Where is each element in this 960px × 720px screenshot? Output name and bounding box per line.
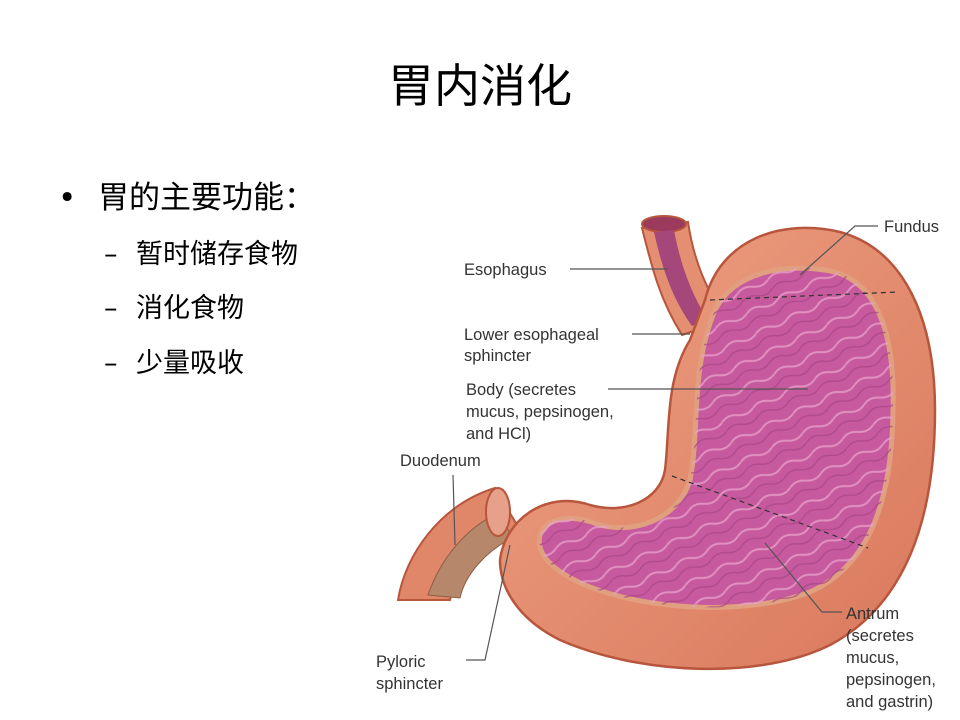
- sub-bullet-digest: –消化食物: [104, 290, 244, 328]
- sub-bullet-text: 暂时储存食物: [136, 239, 298, 270]
- label-antrum-line1: Antrum: [846, 605, 899, 623]
- dash-symbol: –: [104, 348, 118, 379]
- label-pyloric-line2: sphincter: [376, 675, 443, 693]
- sub-bullet-text: 消化食物: [136, 293, 244, 324]
- label-esophagus: Esophagus: [464, 261, 547, 279]
- dash-symbol: –: [104, 293, 118, 324]
- label-body-line1: Body (secretes: [466, 381, 576, 399]
- bullet-text: 胃的主要功能：: [98, 180, 315, 216]
- dash-symbol: –: [104, 239, 118, 270]
- pyloric-ring: [485, 487, 511, 537]
- antrum-boundary-line: [671, 475, 869, 549]
- sub-bullet-text: 少量吸收: [136, 348, 244, 379]
- label-body-line3: and HCl): [466, 425, 531, 443]
- label-fundus: Fundus: [884, 218, 939, 236]
- bullet-symbol: •: [58, 180, 77, 216]
- fundus-boundary-line: [709, 291, 899, 301]
- label-duodenum: Duodenum: [400, 452, 481, 470]
- label-les-line1: Lower esophageal: [464, 326, 599, 344]
- slide-title: 胃内消化: [388, 59, 572, 113]
- sub-bullet-store: –暂时储存食物: [104, 236, 298, 274]
- stomach-diagram: Fundus Esophagus Lower esophageal sphinc…: [376, 215, 939, 711]
- label-antrum-line5: and gastrin): [846, 693, 933, 711]
- leader-lines: [452, 225, 878, 661]
- mucosal-folds: [539, 268, 894, 608]
- label-body-line2: mucus, pepsinogen,: [466, 403, 614, 421]
- label-pyloric-line1: Pyloric: [376, 653, 426, 671]
- sub-bullet-absorb: –少量吸收: [104, 345, 244, 383]
- label-antrum-line2: (secretes: [846, 627, 914, 645]
- label-les-line2: sphincter: [464, 347, 531, 365]
- label-antrum-line3: mucus,: [846, 649, 899, 667]
- label-antrum-line4: pepsinogen,: [846, 671, 936, 689]
- main-bullet: • 胃的主要功能：: [58, 176, 315, 220]
